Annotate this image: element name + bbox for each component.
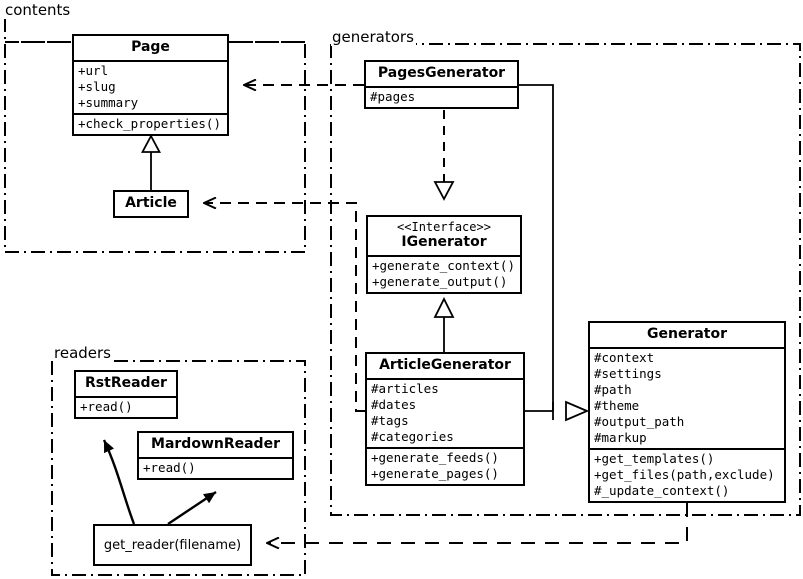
operation-item: +generate_feeds() [371, 450, 499, 466]
operation-item: +generate_pages() [371, 466, 499, 482]
attribute-item: #articles [371, 381, 439, 397]
attribute-item: +slug [78, 79, 116, 95]
class-operations-mardownreader: +read() [139, 457, 292, 478]
class-box-rstreader[interactable]: RstReader +read() [74, 370, 178, 420]
attribute-item: #pages [370, 89, 416, 105]
class-operations-articlegenerator: +generate_feeds() +generate_pages() [367, 447, 523, 484]
class-box-mardownreader[interactable]: MardownReader +read() [137, 431, 294, 481]
class-name-generator: Generator [646, 326, 727, 342]
function-label-get-reader: get_reader(filename) [103, 537, 242, 553]
relation-article-generalizes-page [141, 134, 161, 190]
attribute-item: #markup [594, 430, 647, 446]
class-name-page: Page [131, 39, 170, 55]
operation-item: #_update_context() [594, 483, 730, 499]
class-attributes-page: +url +slug +summary [74, 60, 227, 113]
attribute-item: #dates [371, 397, 417, 413]
class-box-igenerator[interactable]: <<Interface>> IGenerator +generate_conte… [366, 215, 522, 295]
relation-pagesgenerator-realizes-igenerator [433, 110, 455, 201]
relation-articlegenerator-depends-article [205, 203, 365, 412]
attribute-item: +summary [78, 95, 139, 111]
class-attributes-articlegenerator: #articles #dates #tags #categories [367, 378, 523, 447]
operation-item: +get_templates() [594, 451, 715, 467]
class-box-pagesgenerator[interactable]: PagesGenerator #pages [364, 60, 519, 110]
class-name-igenerator: IGenerator [401, 233, 487, 250]
package-label-contents: contents [4, 1, 73, 19]
attribute-item: #theme [594, 398, 640, 414]
package-border-readers [51, 360, 306, 576]
class-operations-rstreader: +read() [76, 396, 176, 417]
class-box-article[interactable]: Article [113, 190, 189, 219]
package-label-readers: readers [53, 344, 113, 362]
class-box-page[interactable]: Page +url +slug +summary +check_properti… [72, 34, 229, 137]
class-box-generator[interactable]: Generator #context #settings #path #them… [588, 321, 786, 504]
attribute-item: #context [594, 350, 655, 366]
class-attributes-generator: #context #settings #path #theme #output_… [590, 347, 784, 448]
class-operations-generator: +get_templates() +get_files(path,exclude… [590, 448, 784, 501]
relation-pagesgenerator-generalizes-generator [519, 84, 554, 411]
operation-item: +generate_context() [372, 258, 515, 274]
attribute-item: #tags [371, 413, 409, 429]
relation-getreader-uses-mardownreader [167, 491, 217, 525]
class-name-pagesgenerator: PagesGenerator [377, 65, 506, 81]
class-name-articlegenerator: ArticleGenerator [379, 357, 511, 373]
operation-item: +get_files(path,exclude) [594, 467, 775, 483]
class-operations-page: +check_properties() [74, 113, 227, 134]
class-stereotype-igenerator: <<Interface>> [397, 220, 491, 234]
operation-item: +check_properties() [78, 116, 221, 132]
relation-generator-depends-getreader [268, 503, 688, 543]
attribute-item: #path [594, 382, 632, 398]
class-name-rstreader: RstReader [85, 375, 167, 391]
relation-articlegenerator-generalizes-igenerator [433, 296, 455, 352]
class-box-articlegenerator[interactable]: ArticleGenerator #articles #dates #tags … [365, 352, 525, 487]
attribute-item: #output_path [594, 414, 685, 430]
attribute-item: +url [78, 63, 109, 79]
class-name-article: Article [125, 195, 177, 211]
function-box-get-reader[interactable]: get_reader(filename) [93, 524, 252, 566]
package-border-generators [330, 43, 801, 516]
operation-item: +generate_output() [372, 274, 508, 290]
operation-item: +read() [80, 399, 133, 415]
package-label-generators: generators [331, 28, 416, 46]
class-attributes-pagesgenerator: #pages [366, 86, 517, 107]
class-name-mardownreader: MardownReader [151, 436, 280, 452]
operation-item: +read() [143, 460, 196, 476]
relation-getreader-uses-rstreader [102, 439, 136, 525]
relation-articlegenerator-generalizes-generator [525, 400, 590, 422]
class-operations-igenerator: +generate_context() +generate_output() [368, 255, 520, 292]
attribute-item: #settings [594, 366, 662, 382]
attribute-item: #categories [371, 429, 454, 445]
